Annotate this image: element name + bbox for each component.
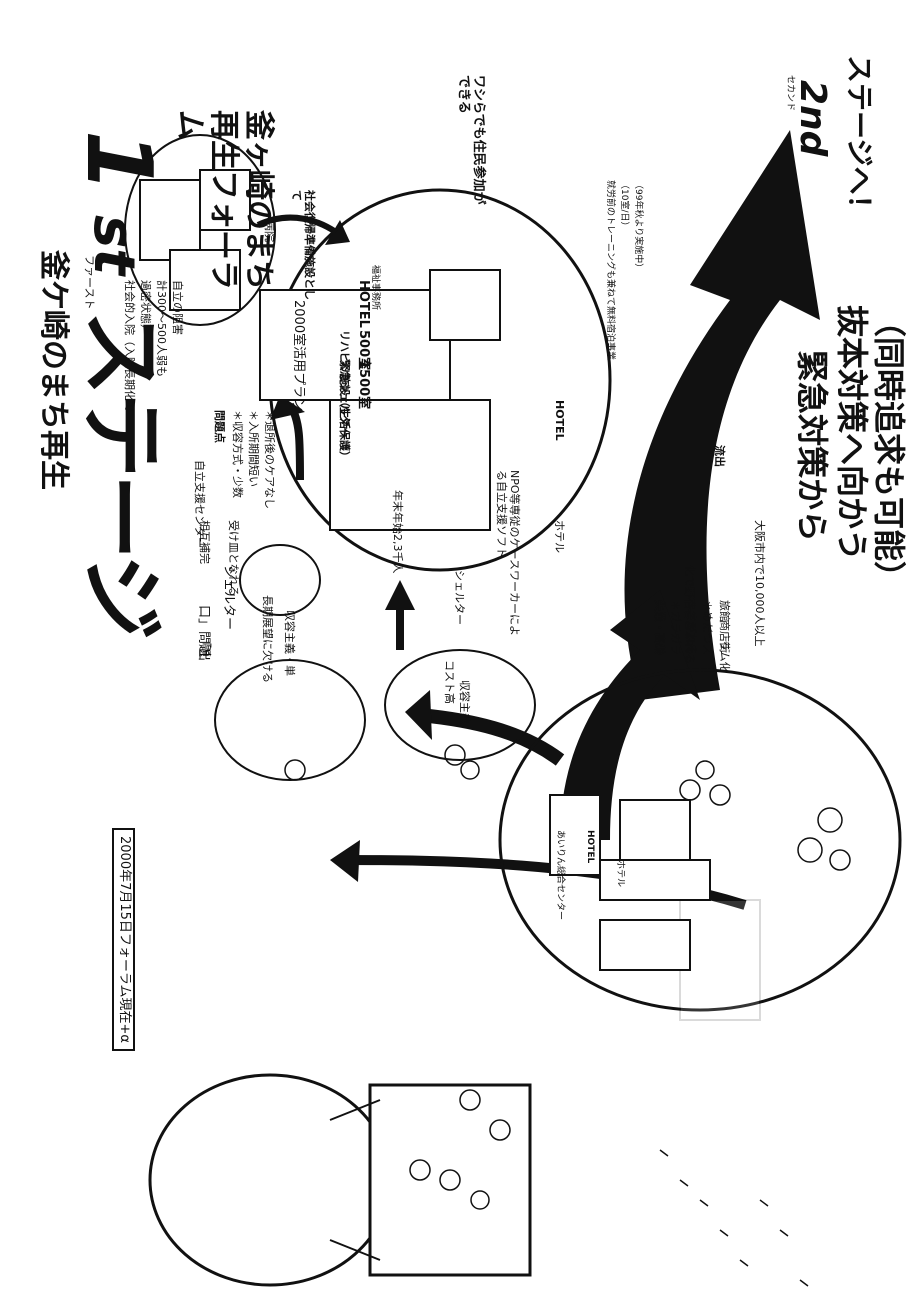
city-circle: [498, 668, 902, 1012]
hotel-sign: HOTEL: [553, 400, 566, 441]
second-stage: ステージへ！: [843, 55, 876, 223]
medium-arrow-right: [560, 590, 700, 840]
hospital-label: 病院: [263, 220, 276, 242]
office-label: 福祉事務所: [370, 265, 380, 311]
hotel-building-label: ホテル: [553, 520, 566, 553]
plan-buildings: [259, 269, 501, 531]
stage-suffix-st: st: [81, 215, 146, 276]
cost-issue: コスト高: [443, 660, 456, 704]
cost-issue-2: 収容主義: [458, 680, 471, 724]
small-shelter-circle: [239, 544, 321, 616]
problem-item-2: ＊入所期間短い: [247, 410, 260, 487]
shelter-building-label: シェルター: [453, 570, 466, 625]
conclusion-line-1: 緊急対策から: [793, 350, 831, 543]
conclusion-line-3: （同時追求も可能）: [870, 305, 908, 594]
flow-out-label: 流出: [713, 445, 726, 467]
training-line-2: （10室/日）: [619, 180, 629, 231]
hotel-label: HOTEL: [356, 280, 371, 328]
date-box: 2000年7月15日フォーラム現在+α: [112, 828, 135, 1051]
problem-item-1: ＊収容方式・少数: [231, 410, 244, 498]
problem-item-3: ＊退所後のケアなし: [263, 410, 276, 509]
center-tag-airin: あいりん総合センター: [555, 830, 565, 921]
balloon-label: 釜ヶ崎のまち再生フォーラム: [172, 110, 276, 290]
balloon-basket-text: ワシらでも住民参加ができる: [456, 75, 486, 205]
problems-title: 問題点: [213, 410, 226, 443]
mondai-label: 口」問題: [196, 605, 211, 658]
arrow-to-shelter: [419, 708, 565, 766]
sogo-hokan-label: 相互補完: [198, 520, 211, 564]
social-restore-label: 社会復帰準備施設として: [290, 190, 316, 300]
osaka-count: 大阪市内で10,000人以上: [753, 520, 766, 647]
wind-marks: [659, 1149, 809, 1287]
unemployed-item-1: ＊ガラガラ: [669, 600, 682, 655]
room-1500-label: 1500室: [356, 360, 371, 410]
social-line-2: 過密状態）: [139, 280, 152, 335]
crowd-scribbles: [284, 744, 851, 1210]
center-tag-hotel: HOTEL: [585, 830, 595, 864]
shelter-issue-2: 収容主義・単: [283, 610, 296, 676]
stage-number-1: 1: [66, 130, 171, 193]
center-tag-hoteru: ホテル: [615, 860, 625, 888]
unemployed-head: 失業・高齢: [653, 600, 666, 655]
social-line-3: 計300～500人弱も: [155, 280, 168, 377]
overflow-line-2: 旅館: [718, 600, 731, 622]
year-end-label: 年末年始2,3千人: [391, 490, 404, 574]
plan-2000-label: 2000室活用プラン: [291, 300, 306, 412]
social-line-4: 自立の阻害: [171, 280, 184, 335]
shelter-issue: 長期展望に欠ける: [261, 595, 274, 683]
balloon-basket: [368, 1083, 532, 1277]
hospital-circle: [124, 134, 276, 326]
large-arrow-to-second-stage: [624, 130, 820, 700]
shelter-circle: [384, 649, 536, 761]
unemployed-item-3: ＊めだつス: [701, 600, 714, 655]
place-title: 釜ケ崎のまち再生: [36, 250, 71, 490]
overflow-line-4: ラム化: [718, 640, 731, 673]
training-line-3: （99年秋より実施中）: [633, 180, 643, 273]
emergency-label: 緊急シェルター: [338, 360, 351, 437]
training-line-1: 就労前のトレーニングも兼ねて無料宿泊事業: [605, 180, 615, 361]
overflow-line-1: 化で野宿者あふれる: [683, 565, 696, 664]
social-line-1: 社会的入院（入院長期化で: [123, 280, 136, 412]
conclusion-line-2: 抜本対策へ向かう: [833, 305, 871, 562]
second-prefix: 2nd: [792, 80, 833, 157]
hospital-buildings: [139, 169, 251, 311]
ukezara-label: 受け皿となれる: [227, 520, 240, 597]
npo-label: NPO等専従のケースワーカーによる自立支援ソフト: [495, 470, 521, 636]
city-buildings: [549, 794, 761, 1021]
support-center-circle: [214, 659, 366, 781]
balloon-ropes: [329, 1099, 381, 1261]
